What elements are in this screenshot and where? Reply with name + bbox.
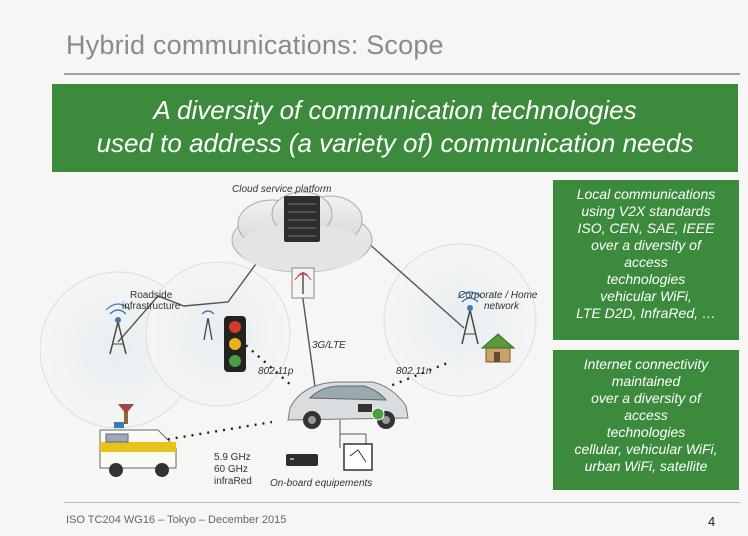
house-icon xyxy=(480,333,516,363)
roadside-uplink xyxy=(117,241,273,343)
box2-line: Internet connectivity xyxy=(583,356,709,372)
link-80211p-line xyxy=(239,339,293,387)
box1-line: Local communications xyxy=(576,186,716,202)
box1-line: ISO, CEN, SAE, IEEE xyxy=(577,220,715,236)
page-number: 4 xyxy=(708,514,716,529)
server-rack-icon xyxy=(284,196,320,242)
internet-connectivity-box: Internet connectivity maintained over a … xyxy=(553,350,739,490)
box1-line: using V2X standards xyxy=(581,203,711,219)
onboard-label: On-board equipements xyxy=(270,478,373,489)
roadside-coverage-right xyxy=(145,261,291,407)
link-ir-label: infraRed xyxy=(214,476,252,487)
box1-line: vehicular WiFi, xyxy=(600,288,692,304)
box2-line: technologies xyxy=(606,424,686,440)
box1-line: access xyxy=(624,254,668,270)
slide-title: Hybrid communications: Scope xyxy=(66,30,444,60)
cellular-antenna-icon xyxy=(291,267,315,299)
roadside-label-2: infrastructure xyxy=(122,301,181,312)
small-antenna-icon xyxy=(201,310,215,341)
banner-line-2: used to address (a variety of) communica… xyxy=(96,128,694,158)
title-rule xyxy=(64,73,740,75)
local-communications-box: Local communications using V2X standards… xyxy=(553,180,739,340)
corporate-antenna-icon xyxy=(457,291,483,345)
box1-line: LTE D2D, InfraRed, … xyxy=(576,305,716,321)
box2-line: over a diversity of xyxy=(591,390,701,406)
link-ir-line xyxy=(151,420,273,444)
box2-line: maintained xyxy=(611,373,681,389)
onboard-unit-icon xyxy=(339,404,385,448)
box1-line: over a diversity of xyxy=(591,237,701,253)
corporate-label-1: Corporate / Home xyxy=(458,290,538,301)
roadside-label-1: Roadside xyxy=(130,290,173,301)
link-60-label: 60 GHz xyxy=(214,464,248,475)
roadside-antenna-icon xyxy=(105,303,131,355)
router-icon xyxy=(286,454,318,466)
footer-rule xyxy=(64,502,740,503)
lte-link xyxy=(301,291,317,395)
link-80211n-label: 802.11n xyxy=(396,366,432,377)
emergency-van-icon xyxy=(99,404,177,477)
link-59-label: 5.9 GHz xyxy=(214,452,251,463)
link-80211p-label: 802.11p xyxy=(258,366,294,377)
box2-line: urban WiFi, satellite xyxy=(584,458,708,474)
display-screen-icon xyxy=(343,443,373,471)
footer-text: ISO TC204 WG16 – Tokyo – December 2015 xyxy=(66,514,287,526)
box1-line: technologies xyxy=(606,271,686,287)
cloud-label: Cloud service platform xyxy=(232,184,332,195)
link-3g-label: 3G/LTE xyxy=(312,340,346,351)
network-diagram: Cloud service platform Roadside infrastr… xyxy=(39,172,552,503)
box2-line: access xyxy=(624,407,668,423)
corporate-uplink xyxy=(357,233,465,329)
car-icon xyxy=(287,381,409,429)
corporate-label-2: network xyxy=(484,301,520,312)
diagram-graphics xyxy=(39,191,537,477)
banner: A diversity of communication technologie… xyxy=(52,84,738,172)
traffic-light-icon xyxy=(224,316,246,372)
banner-line-1: A diversity of communication technologie… xyxy=(153,95,637,125)
box2-line: cellular, vehicular WiFi, xyxy=(574,441,718,457)
